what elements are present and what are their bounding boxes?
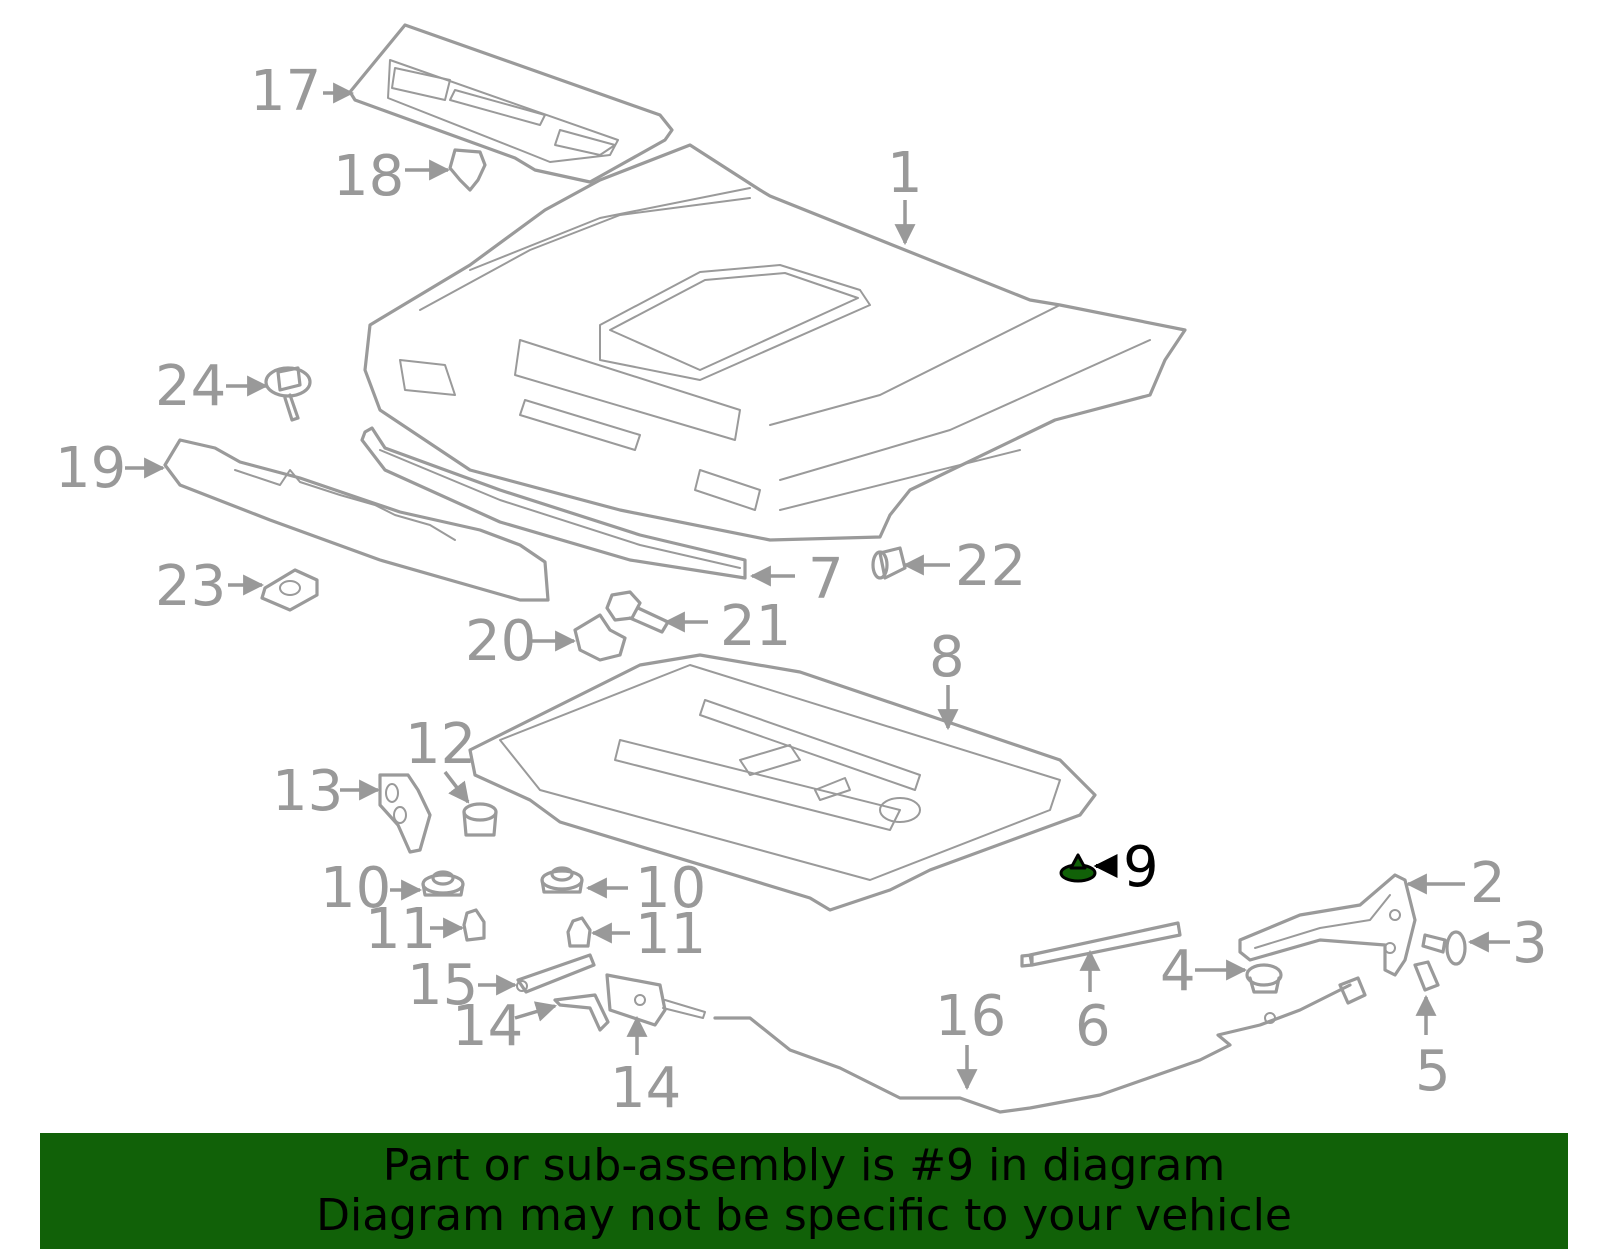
callout-15: 15 [407, 953, 478, 1018]
part-24-bolt [264, 366, 312, 422]
callout-6: 6 [1075, 994, 1111, 1059]
part-11-bumper-right [566, 916, 592, 948]
part-5-nut [1413, 960, 1440, 992]
callout-3: 3 [1512, 911, 1548, 976]
part-21-bolt [605, 590, 670, 634]
info-banner: Part or sub-assembly is #9 in diagram Di… [40, 1133, 1568, 1249]
part-10-bumper-right [540, 866, 584, 894]
part-18-clip [448, 148, 487, 192]
callout-13: 13 [272, 759, 343, 824]
callout-18: 18 [333, 144, 404, 209]
part-20-clip [573, 613, 627, 662]
part-16-release-cable [713, 976, 1367, 1114]
part-14-latch [605, 973, 706, 1027]
part-12-bumper [462, 802, 498, 837]
callout-8: 8 [929, 625, 965, 690]
callout-9-highlighted: 9 [1123, 835, 1159, 900]
part-10-bumper-left [421, 870, 465, 897]
callout-4: 4 [1160, 939, 1196, 1004]
callout-2: 2 [1470, 851, 1506, 916]
part-1-hood-panel [363, 143, 1187, 542]
callout-11-right: 11 [635, 902, 706, 967]
callout-17: 17 [250, 59, 321, 124]
callout-22: 22 [955, 534, 1026, 599]
part-8-hood-insulator [468, 653, 1097, 912]
callout-19: 19 [55, 436, 126, 501]
callout-10-left: 10 [320, 856, 391, 921]
banner-line-1: Part or sub-assembly is #9 in diagram [382, 1140, 1226, 1191]
callout-1: 1 [887, 141, 923, 206]
banner-line-2: Diagram may not be specific to your vehi… [316, 1190, 1292, 1241]
callout-14-left: 14 [452, 994, 523, 1059]
part-7-seal [360, 426, 747, 580]
part-19-front-molding [163, 438, 550, 602]
part-6-strut [1020, 921, 1182, 968]
part-4-grommet [1245, 963, 1283, 994]
part-11-bumper-left [462, 908, 486, 942]
callout-10-right: 10 [635, 856, 706, 921]
part-14-latch-bracket [553, 993, 610, 1032]
part-9-highlighted [1059, 853, 1097, 883]
callout-23: 23 [155, 554, 226, 619]
callout-14-bottom: 14 [610, 1056, 681, 1121]
part-22-grommet [871, 546, 907, 580]
part-15-prop-rod [516, 953, 596, 994]
part-2-hinge [1238, 873, 1417, 977]
callout-7: 7 [808, 547, 844, 612]
part-3-bolt [1421, 930, 1467, 966]
callout-11-left: 11 [365, 897, 436, 962]
callout-5: 5 [1415, 1039, 1451, 1104]
callout-21: 21 [720, 594, 791, 659]
callout-20: 20 [465, 609, 536, 674]
callout-12: 12 [405, 712, 476, 777]
callout-24: 24 [155, 354, 226, 419]
callout-16: 16 [935, 984, 1006, 1049]
part-13-bracket [378, 773, 432, 854]
part-23-nut [260, 568, 319, 612]
